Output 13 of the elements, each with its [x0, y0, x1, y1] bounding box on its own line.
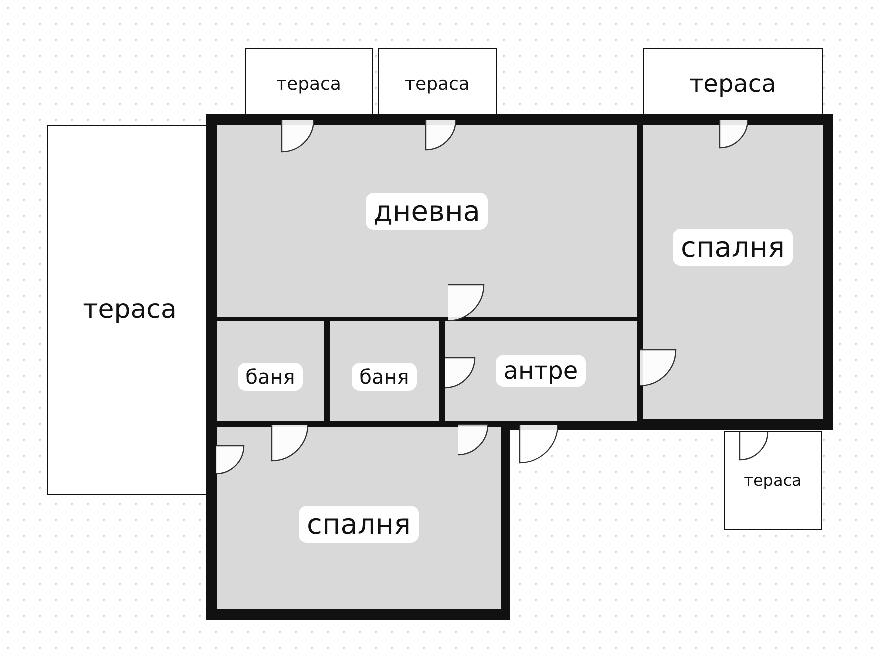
room-label: дневна [366, 192, 488, 230]
room-area [214, 424, 504, 612]
room-label: баня [352, 363, 418, 391]
room-area [442, 318, 640, 424]
room-label: спалня [673, 228, 793, 266]
room-area [214, 122, 640, 320]
room-label: антре [496, 355, 586, 387]
room-label: баня [238, 363, 304, 391]
room-label: спалня [299, 506, 419, 542]
room-area [640, 122, 826, 422]
terrace-area [724, 431, 822, 530]
room-area [214, 318, 327, 424]
room-area [327, 318, 442, 424]
